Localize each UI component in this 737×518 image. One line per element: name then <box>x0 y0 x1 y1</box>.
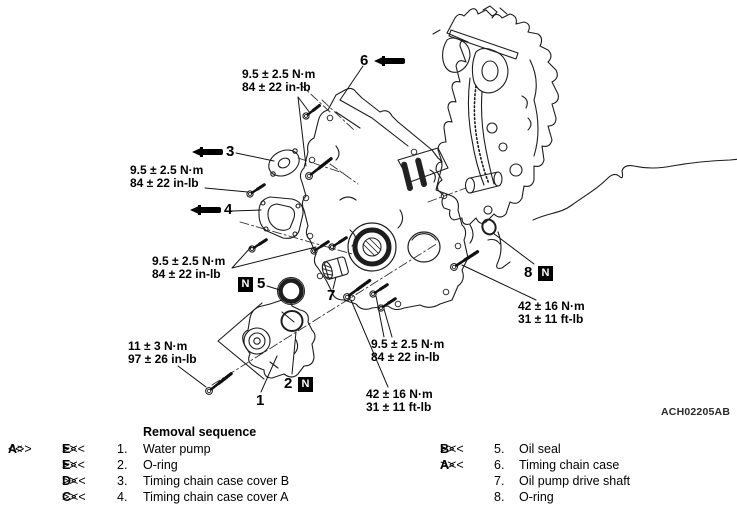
legend-install-marker: >>B<< <box>440 442 464 456</box>
o-ring-8-art <box>481 218 497 236</box>
legend-item-number: 7. <box>494 474 505 488</box>
legend-item-number: 3. <box>117 474 128 488</box>
torque-metric: 42 ± 16 N·m <box>518 299 585 313</box>
torque-imperial: 31 ± 11 ft-lb <box>366 400 432 414</box>
torque-imperial: 84 ± 22 in-lb <box>130 176 199 190</box>
legend-item-number: 1. <box>117 442 128 456</box>
sealant-icon <box>190 204 222 216</box>
legend-item-name: Water pump <box>143 442 211 456</box>
cover-a-art <box>258 196 304 239</box>
lubricant-n-marker-8: N <box>538 266 553 281</box>
torque-metric: 11 ± 3 N·m <box>128 339 188 353</box>
torque-label-right: 42 ± 16 N·m 31 ± 11 ft-lb <box>518 300 585 326</box>
timing-chain-art <box>441 29 519 186</box>
legend-row: >>D<< 3. Timing chain case cover B <box>0 474 737 490</box>
legend-item-name: O-ring <box>519 490 554 504</box>
sealant-icon <box>374 55 406 67</box>
oil-pump-drive-shaft-art <box>321 256 349 280</box>
legend-row: >>C<< 4. Timing chain case cover A <box>0 490 737 506</box>
torque-label-mid-right: 9.5 ± 2.5 N·m 84 ± 22 in-lb <box>371 338 444 364</box>
torque-label-mid-left: 9.5 ± 2.5 N·m 84 ± 22 in-lb <box>152 255 225 281</box>
lubricant-n-marker-2: N <box>298 377 313 392</box>
cover-b-art <box>268 148 300 177</box>
legend-row: 8. O-ring <box>0 490 737 506</box>
timing-chain-case-art <box>299 87 469 311</box>
legend-item-number: 4. <box>117 490 128 504</box>
engine-assembly-art <box>432 5 737 269</box>
legend-install-marker: >>D<< <box>62 474 86 488</box>
legend-item-number: 6. <box>494 458 505 472</box>
callout-1-water-pump: 1 <box>256 392 265 409</box>
callout-4-cover-a: 4 <box>224 201 233 218</box>
torque-label-upper-left: 9.5 ± 2.5 N·m 84 ± 22 in-lb <box>130 164 203 190</box>
callout-5-oil-seal: 5 <box>257 275 266 292</box>
legend-item-name: O-ring <box>143 458 178 472</box>
callout-3-cover-b: 3 <box>226 143 235 160</box>
callout-7-drive-shaft: 7 <box>327 287 336 304</box>
legend-item-name: Timing chain case <box>519 458 620 472</box>
callout-2-o-ring: 2 <box>284 375 293 392</box>
lubricant-n-marker-5: N <box>238 277 253 292</box>
water-pump-art <box>217 299 316 380</box>
torque-imperial: 84 ± 22 in-lb <box>371 350 440 364</box>
centerline-axes <box>211 83 467 386</box>
legend-item-name: Oil pump drive shaft <box>519 474 631 488</box>
torque-imperial: 84 ± 22 in-lb <box>242 80 311 94</box>
legend-row: >>E<< 2. O-ring <box>0 458 737 474</box>
leader-lines <box>177 65 537 393</box>
callout-6-timing-chain-case: 6 <box>360 52 369 69</box>
torque-imperial: 31 ± 11 ft-lb <box>518 312 584 326</box>
torque-metric: 9.5 ± 2.5 N·m <box>242 67 316 81</box>
legend-install-marker: >>E<< <box>62 442 85 456</box>
legend-row: >>A<< 6. Timing chain case <box>0 458 737 474</box>
torque-label-bottom-center: 42 ± 16 N·m 31 ± 11 ft-lb <box>366 388 433 414</box>
legend-row: >>B<< 5. Oil seal <box>0 442 737 458</box>
legend-item-number: 2. <box>117 458 128 472</box>
legend-item-name: Timing chain case cover A <box>143 490 289 504</box>
torque-metric: 9.5 ± 2.5 N·m <box>371 337 445 351</box>
legend-item-name: Timing chain case cover B <box>143 474 290 488</box>
torque-metric: 9.5 ± 2.5 N·m <box>130 163 204 177</box>
torque-metric: 42 ± 16 N·m <box>366 387 433 401</box>
torque-metric: 9.5 ± 2.5 N·m <box>152 254 226 268</box>
legend-group-marker: <<A>> <box>8 442 32 456</box>
legend-item-number: 5. <box>494 442 505 456</box>
legend-install-marker: >>C<< <box>62 490 86 504</box>
legend-row: 7. Oil pump drive shaft <box>0 474 737 490</box>
torque-imperial: 97 ± 26 in-lb <box>128 352 197 366</box>
torque-label-top: 9.5 ± 2.5 N·m 84 ± 22 in-lb <box>242 68 315 94</box>
legend-item-number: 8. <box>494 490 505 504</box>
legend-install-marker: >>A<< <box>440 458 464 472</box>
torque-label-water-pump: 11 ± 3 N·m 97 ± 26 in-lb <box>128 340 197 366</box>
sealant-icon <box>192 146 224 158</box>
legend-title: Removal sequence <box>143 425 257 439</box>
callout-8-o-ring: 8 <box>524 264 533 281</box>
legend-install-marker: >>E<< <box>62 458 85 472</box>
legend-item-name: Oil seal <box>519 442 561 456</box>
figure-code: ACH02205AB <box>661 406 731 418</box>
torque-imperial: 84 ± 22 in-lb <box>152 267 221 281</box>
o-ring-2-art <box>280 310 304 332</box>
legend-row: <<A>> >>E<< 1. Water pump <box>0 442 737 458</box>
